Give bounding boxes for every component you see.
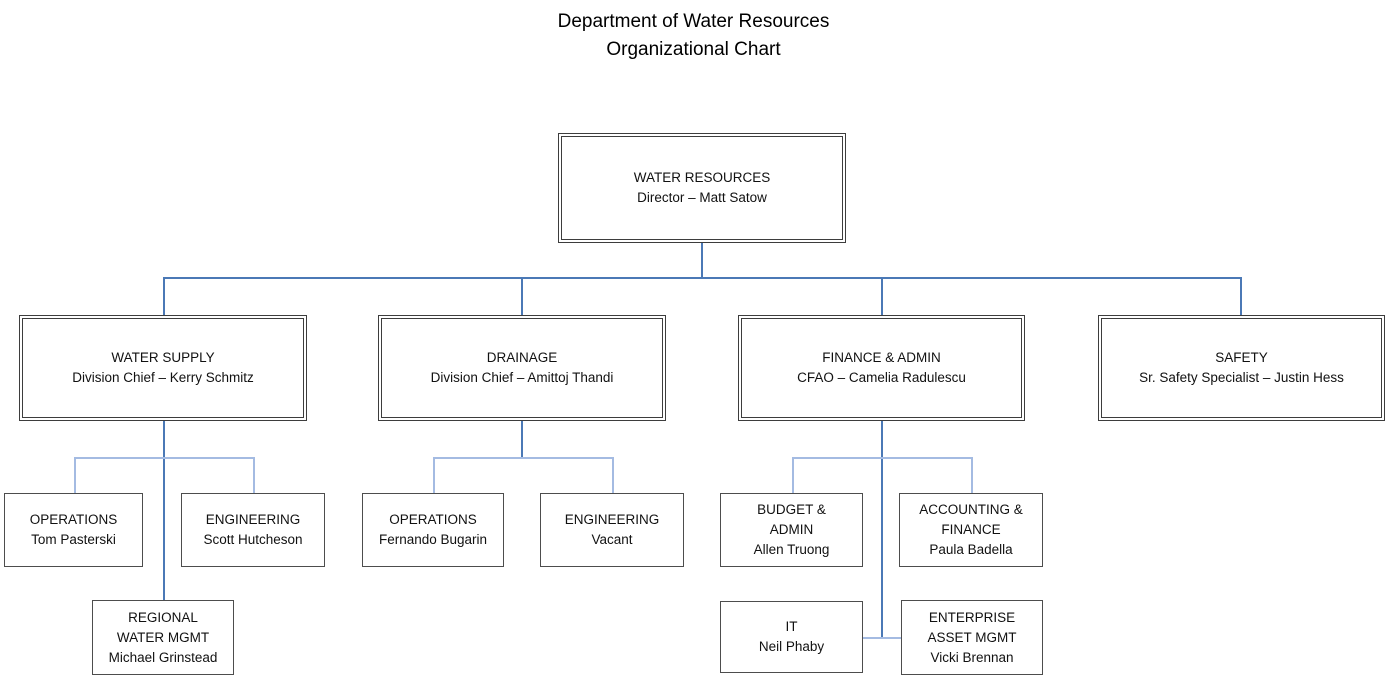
connector-ws-bracket <box>74 457 254 459</box>
node-dept: DRAINAGE <box>486 350 558 365</box>
org-node-regional-water-mgmt: REGIONAL WATER MGMT Michael Grinstead <box>92 600 234 675</box>
node-dept: OPERATIONS <box>389 512 477 527</box>
chart-title-line2: Organizational Chart <box>606 39 781 60</box>
org-node-water-resources: WATER RESOURCES Director – Matt Satow <box>558 133 846 243</box>
node-person: Division Chief – Amittoj Thandi <box>430 370 614 385</box>
node-dept: WATER SUPPLY <box>111 350 215 365</box>
connector-fin-bracket-right <box>971 457 973 493</box>
connector-water-supply-trunk <box>163 421 165 600</box>
org-node-finance-admin: FINANCE & ADMIN CFAO – Camelia Radulescu <box>738 315 1025 421</box>
connector-dr-bracket <box>433 457 613 459</box>
connector-level1-horizontal <box>163 277 1241 279</box>
chart-title-line1: Department of Water Resources <box>557 11 830 32</box>
org-node-safety: SAFETY Sr. Safety Specialist – Justin He… <box>1098 315 1385 421</box>
node-person: Neil Phaby <box>758 639 825 654</box>
node-person: Paula Badella <box>929 542 1013 557</box>
node-dept: BUDGET & ADMIN <box>757 502 826 537</box>
node-dept: ENGINEERING <box>205 512 301 527</box>
connector-stub-drainage <box>521 277 523 315</box>
org-node-budget-admin: BUDGET & ADMIN Allen Truong <box>720 493 863 567</box>
org-node-ws-engineering: ENGINEERING Scott Hutcheson <box>181 493 325 567</box>
connector-dr-bracket-right <box>612 457 614 493</box>
connector-stub-safety <box>1240 277 1242 315</box>
node-person: Vicki Brennan <box>930 649 1014 665</box>
node-dept: OPERATIONS <box>29 512 118 527</box>
org-node-accounting-finance: ACCOUNTING & FINANCE Paula Badella <box>899 493 1043 567</box>
connector-fin-bracket-left <box>792 457 794 493</box>
chart-title: Department of Water Resources Organizati… <box>0 8 1387 64</box>
node-person: Tom Pasterski <box>31 532 116 547</box>
node-dept: ENGINEERING <box>564 512 660 527</box>
connector-ws-bracket-left <box>74 457 76 493</box>
org-node-water-supply: WATER SUPPLY Division Chief – Kerry Schm… <box>19 315 307 421</box>
org-node-drainage: DRAINAGE Division Chief – Amittoj Thandi <box>378 315 666 421</box>
connector-it-eam <box>863 637 901 639</box>
node-dept: IT <box>785 619 798 634</box>
node-person: Scott Hutcheson <box>203 532 303 547</box>
node-person: Director – Matt Satow <box>637 190 767 205</box>
node-dept: SAFETY <box>1215 350 1268 365</box>
connector-finance-trunk <box>881 421 883 638</box>
connector-stub-finance-admin <box>881 277 883 315</box>
node-person: Division Chief – Kerry Schmitz <box>72 370 254 385</box>
connector-drainage-trunk <box>521 421 523 458</box>
node-dept: FINANCE & ADMIN <box>822 350 941 365</box>
org-node-enterprise-asset-mgmt: ENTERPRISE ASSET MGMT Vicki Brennan <box>901 600 1043 675</box>
node-dept: REGIONAL WATER MGMT <box>116 609 210 645</box>
node-dept: ACCOUNTING & FINANCE <box>919 502 1023 537</box>
node-dept: WATER RESOURCES <box>633 170 771 185</box>
org-node-dr-engineering: ENGINEERING Vacant <box>540 493 684 567</box>
connector-fin-bracket <box>792 457 972 459</box>
org-node-ws-operations: OPERATIONS Tom Pasterski <box>4 493 143 567</box>
node-dept: ENTERPRISE ASSET MGMT <box>927 609 1017 645</box>
org-node-it: IT Neil Phaby <box>720 601 863 673</box>
node-person: CFAO – Camelia Radulescu <box>797 370 966 385</box>
connector-stub-water-supply <box>163 277 165 315</box>
connector-director-down <box>701 243 703 277</box>
node-person: Vacant <box>591 532 633 547</box>
connector-dr-bracket-left <box>433 457 435 493</box>
connector-ws-bracket-right <box>253 457 255 493</box>
node-person: Allen Truong <box>753 542 830 557</box>
node-person: Sr. Safety Specialist – Justin Hess <box>1139 370 1344 385</box>
node-person: Michael Grinstead <box>108 649 218 665</box>
org-node-dr-operations: OPERATIONS Fernando Bugarin <box>362 493 504 567</box>
node-person: Fernando Bugarin <box>378 532 488 547</box>
